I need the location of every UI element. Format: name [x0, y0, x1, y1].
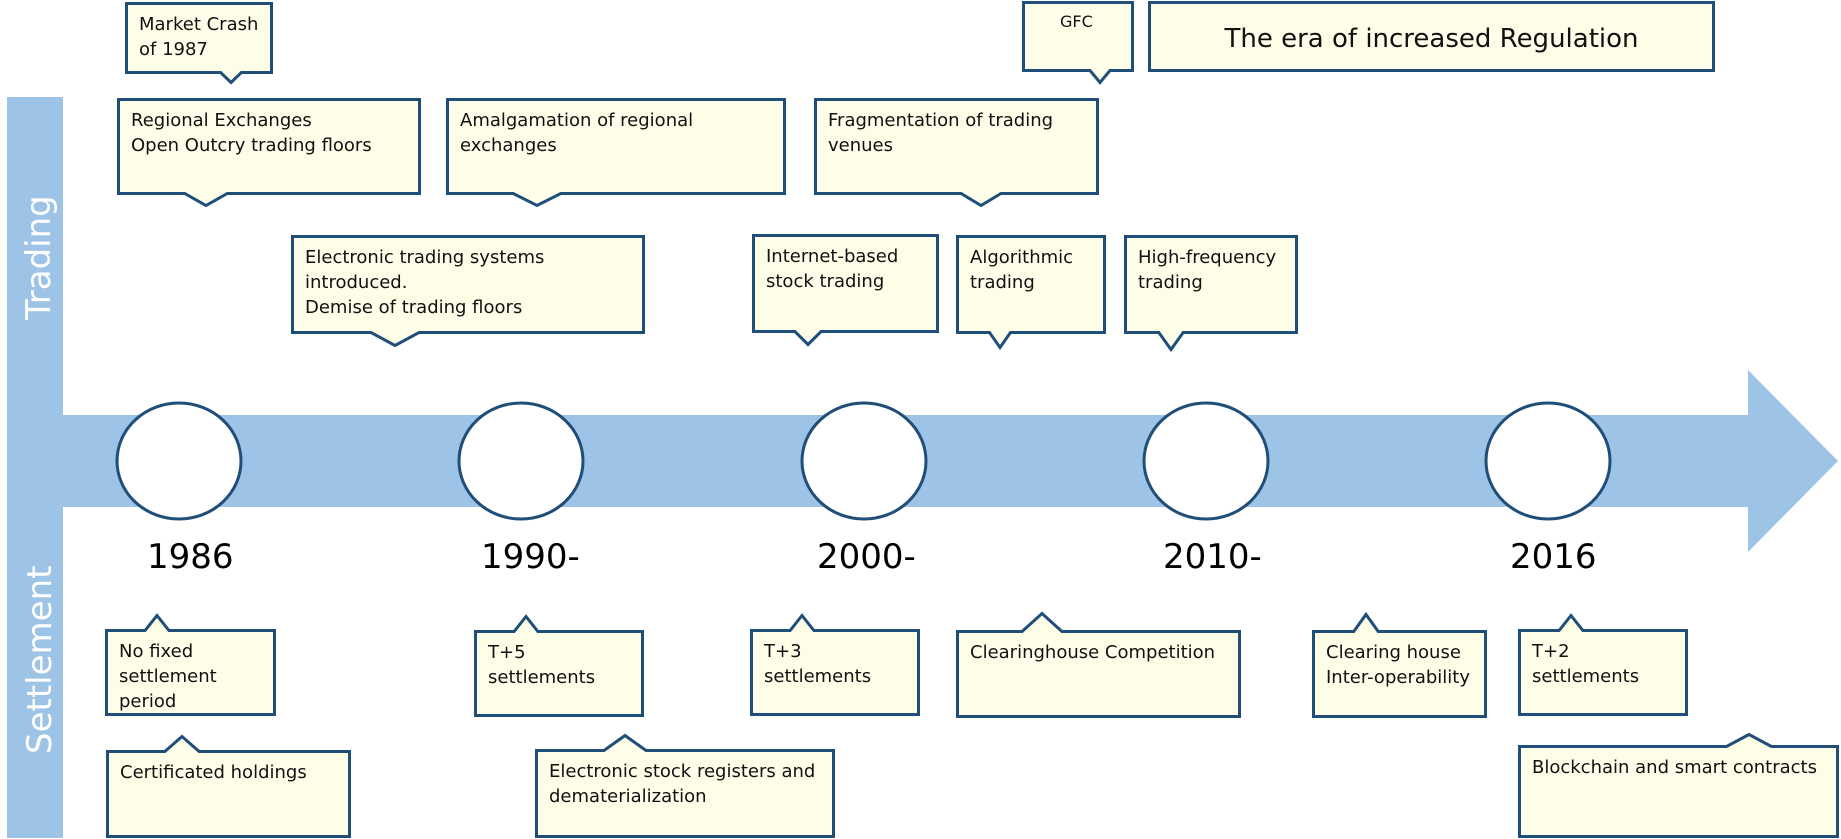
callout-text: GFC — [1060, 12, 1093, 31]
era-banner-text: The era of increased Regulation — [1224, 24, 1639, 54]
callout-text: Clearinghouse Competition — [970, 642, 1216, 663]
timeline-node-2010 — [1142, 401, 1270, 521]
callout-shape — [106, 734, 351, 838]
callout-certificated: Certificated holdings — [106, 734, 351, 838]
callout-text: Certificated holdings — [120, 762, 307, 783]
callout-text: Regional Exchanges Open Outcry trading f… — [131, 110, 372, 156]
callout-algorithmic: Algorithmic trading — [956, 235, 1106, 351]
callout-text: Market Crash of 1987 — [139, 14, 259, 60]
callout-shape — [750, 613, 920, 716]
timeline-node-2016 — [1484, 401, 1612, 521]
callout-shape — [1518, 613, 1688, 716]
callout-text: T+2 settlements — [1532, 641, 1640, 687]
callout-text: Electronic stock registers and demateria… — [549, 761, 816, 807]
callout-shape — [105, 613, 276, 716]
side-bar — [7, 97, 63, 838]
callout-shape — [1518, 732, 1839, 838]
callout-text: Amalgamation of regional exchanges — [460, 110, 694, 156]
callout-t3: T+3 settlements — [750, 613, 920, 716]
callout-text: Fragmentation of trading venues — [828, 110, 1054, 156]
callout-text: High-frequency trading — [1138, 247, 1277, 293]
callout-text: Internet-based stock trading — [766, 246, 899, 292]
callout-shape — [1022, 1, 1134, 85]
callout-market-crash: Market Crash of 1987 — [125, 2, 273, 85]
callout-shape — [1312, 611, 1487, 718]
timeline-node-1990 — [457, 401, 585, 521]
callout-text: Blockchain and smart contracts — [1532, 757, 1817, 778]
callout-electronic-registers: Electronic stock registers and demateria… — [535, 733, 835, 838]
callout-shape — [814, 98, 1099, 208]
callout-t5: T+5 settlements — [474, 614, 644, 717]
callout-shape — [117, 98, 421, 208]
year-label-2000: 2000- — [817, 537, 916, 577]
year-label-2010: 2010- — [1163, 537, 1262, 577]
era-banner: The era of increased Regulation — [1148, 1, 1715, 72]
callout-text: T+5 settlements — [488, 642, 596, 688]
timeline-node-1986 — [115, 401, 243, 521]
callout-shape — [1124, 235, 1298, 353]
callout-electronic-trading: Electronic trading systems introduced. D… — [291, 235, 645, 348]
callout-blockchain: Blockchain and smart contracts — [1518, 732, 1839, 838]
callout-clearinghouse-competition: Clearinghouse Competition — [956, 611, 1241, 718]
year-label-2016: 2016 — [1510, 537, 1597, 577]
callout-text: Clearing house Inter-operability — [1326, 642, 1471, 688]
callout-text: Electronic trading systems introduced. D… — [305, 247, 545, 318]
year-label-1986: 1986 — [147, 537, 234, 577]
callout-gfc: GFC — [1022, 1, 1134, 85]
callout-shape — [535, 733, 835, 838]
callout-fragmentation: Fragmentation of trading venues — [814, 98, 1099, 208]
callout-t2: T+2 settlements — [1518, 613, 1688, 716]
callout-amalgamation: Amalgamation of regional exchanges — [446, 98, 786, 208]
callout-shape — [752, 234, 939, 347]
callout-regional-exchanges: Regional Exchanges Open Outcry trading f… — [117, 98, 421, 208]
callout-text: Algorithmic trading — [970, 247, 1074, 293]
year-label-1990: 1990- — [481, 537, 580, 577]
callout-shape — [956, 611, 1241, 718]
callout-interoperability: Clearing house Inter-operability — [1312, 611, 1487, 718]
callout-hft: High-frequency trading — [1124, 235, 1298, 353]
timeline-node-2000 — [800, 401, 928, 521]
callout-shape — [291, 235, 645, 348]
callout-shape — [474, 614, 644, 717]
callout-text: No fixed settlement period — [119, 641, 217, 712]
callout-no-fixed: No fixed settlement period — [105, 613, 276, 716]
callout-shape — [956, 235, 1106, 351]
callout-text: T+3 settlements — [764, 641, 872, 687]
callout-internet-trading: Internet-based stock trading — [752, 234, 939, 347]
callout-shape — [125, 2, 273, 85]
callout-shape — [446, 98, 786, 208]
